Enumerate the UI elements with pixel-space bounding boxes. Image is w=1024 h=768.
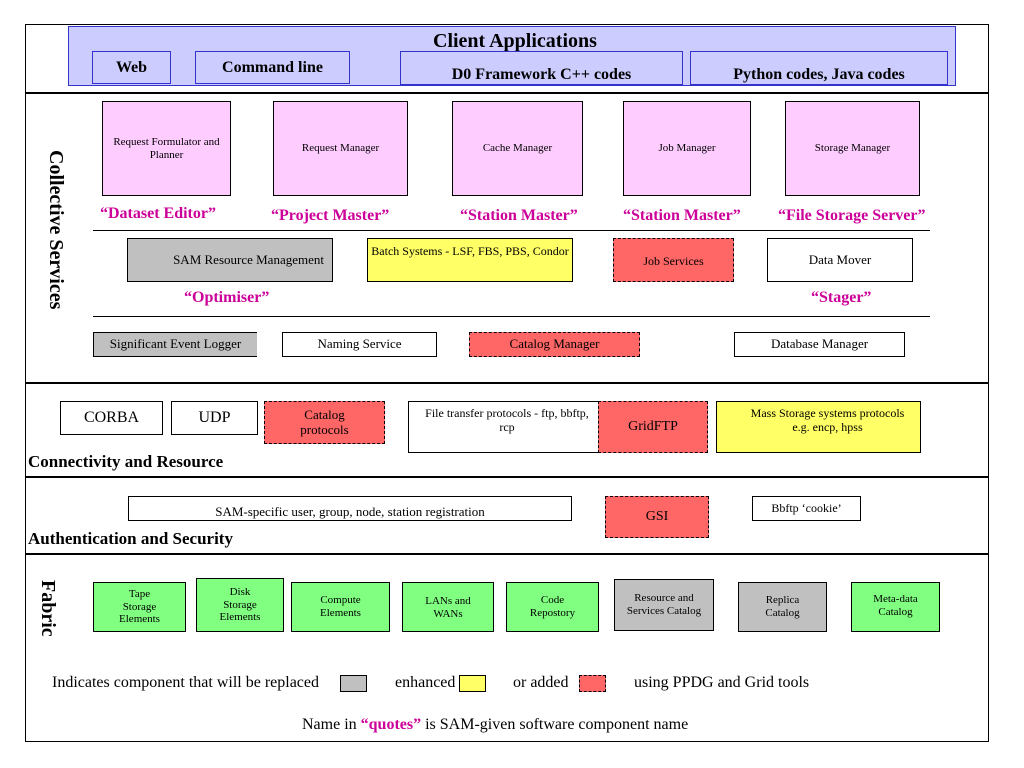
- mass-storage-protocols-box: Mass Storage systems protocols e.g. encp…: [716, 401, 921, 453]
- legend-prefix: Indicates component that will be replace…: [52, 674, 320, 691]
- naming-service-box: Naming Service: [282, 332, 437, 357]
- replica-catalog-box: Replica Catalog: [738, 582, 827, 632]
- request-manager-box: Request Manager: [273, 101, 408, 196]
- quotes-note-quotes: “quotes”: [360, 716, 422, 733]
- data-mover-box: Data Mover: [767, 238, 913, 282]
- code-repository-box: Code Repostory: [506, 582, 599, 632]
- project-master-nickname: “Project Master”: [271, 207, 390, 224]
- quotes-note-before: Name in: [302, 716, 361, 733]
- divider-collective: [25, 382, 989, 384]
- metadata-catalog-box: Meta-data Catalog: [851, 582, 940, 632]
- d0-framework-client: D0 Framework C++ codes: [400, 51, 683, 85]
- catalog-manager-box: Catalog Manager: [469, 332, 640, 357]
- sam-resource-management-box: SAM Resource Management: [127, 238, 333, 282]
- connectivity-resource-label: Connectivity and Resource: [28, 452, 224, 471]
- disk-storage-elements-box: Disk Storage Elements: [196, 578, 284, 632]
- d0-framework-label: D0 Framework C++ codes: [451, 66, 632, 83]
- catalog-protocols-box: Catalog protocols: [264, 401, 385, 444]
- corba-box: CORBA: [60, 401, 163, 435]
- legend-replaced-swatch: [340, 675, 367, 692]
- bbftp-cookie-box: Bbftp ‘cookie’: [752, 496, 861, 521]
- stager-nickname: “Stager”: [811, 289, 872, 306]
- storage-manager-box: Storage Manager: [785, 101, 920, 196]
- tape-storage-elements-box: Tape Storage Elements: [93, 582, 186, 632]
- legend-added-swatch: [579, 675, 606, 692]
- command-line-label: Command line: [222, 58, 323, 76]
- web-label: Web: [115, 58, 148, 76]
- python-java-label: Python codes, Java codes: [733, 66, 905, 83]
- gsi-box: GSI: [605, 496, 709, 538]
- python-java-client: Python codes, Java codes: [690, 51, 948, 85]
- divider-client: [25, 92, 989, 94]
- resource-services-catalog-box: Resource and Services Catalog: [614, 579, 714, 631]
- quotes-note-after: is SAM-given software component name: [421, 716, 689, 733]
- collective-services-label: Collective Services: [45, 150, 67, 310]
- legend-enhanced: enhanced: [395, 674, 456, 691]
- dataset-editor-nickname: “Dataset Editor”: [100, 205, 216, 222]
- fabric-label: Fabric: [37, 580, 59, 637]
- database-manager-box: Database Manager: [734, 332, 905, 357]
- divider-auth: [25, 553, 989, 555]
- legend-added: or added: [513, 674, 569, 691]
- web-client: Web: [92, 51, 171, 84]
- compute-elements-box: Compute Elements: [291, 582, 390, 632]
- collective-separator-2: [93, 316, 930, 317]
- divider-connectivity: [25, 476, 989, 478]
- legend-enhanced-swatch: [459, 675, 486, 692]
- station-master-job-nickname: “Station Master”: [623, 207, 741, 224]
- quotes-note: Name in “quotes” is SAM-given software c…: [302, 716, 688, 734]
- udp-box: UDP: [171, 401, 258, 435]
- significant-event-logger-box: Significant Event Logger: [93, 332, 257, 357]
- station-master-cache-nickname: “Station Master”: [460, 207, 578, 224]
- authentication-security-label: Authentication and Security: [28, 529, 233, 548]
- job-services-box: Job Services: [613, 238, 734, 282]
- collective-separator-1: [93, 230, 930, 231]
- batch-systems-box: Batch Systems - LSF, FBS, PBS, Condor: [367, 238, 573, 282]
- request-formulator-box: Request Formulator and Planner: [102, 101, 231, 196]
- client-applications-title: Client Applications: [433, 30, 597, 52]
- command-line-client: Command line: [195, 51, 350, 84]
- gridftp-box: GridFTP: [598, 401, 708, 453]
- legend-suffix: using PPDG and Grid tools: [634, 674, 810, 691]
- file-storage-server-nickname: “File Storage Server”: [778, 207, 926, 224]
- sam-specific-registration-box: SAM-specific user, group, node, station …: [128, 496, 572, 521]
- optimiser-nickname: “Optimiser”: [184, 289, 270, 306]
- job-manager-box: Job Manager: [623, 101, 751, 196]
- lans-wans-box: LANs and WANs: [402, 582, 494, 632]
- cache-manager-box: Cache Manager: [452, 101, 583, 196]
